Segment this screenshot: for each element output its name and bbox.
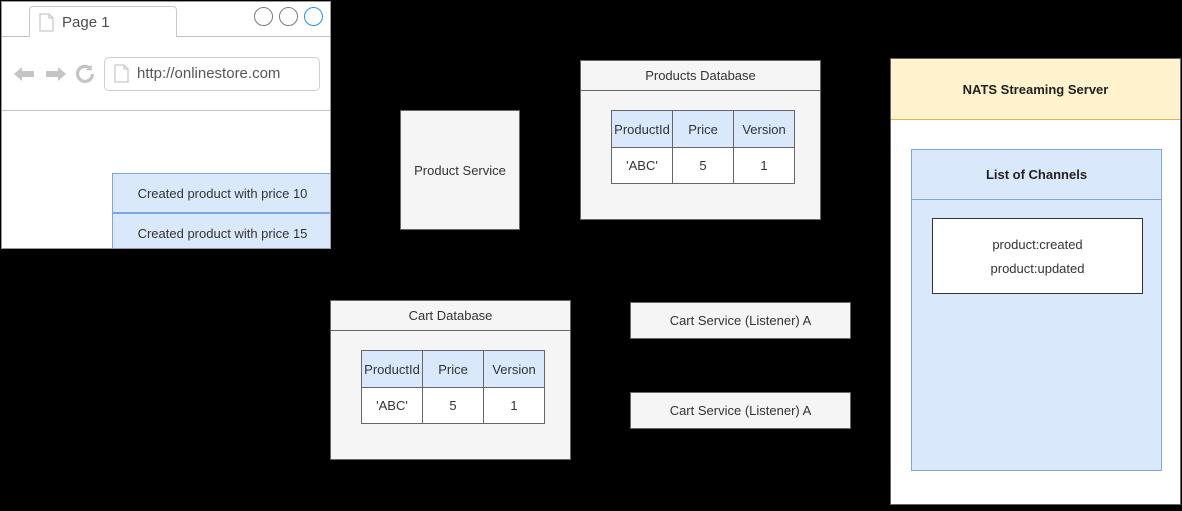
products-database-table: ProductId Price Version 'ABC' 5 1 xyxy=(611,110,795,184)
product-service-box: Product Service xyxy=(400,110,520,230)
column-header-version: Version xyxy=(483,350,545,388)
nats-server-title: NATS Streaming Server xyxy=(891,59,1180,120)
list-of-channels-container: List of Channels product:created product… xyxy=(911,149,1162,471)
products-database-container: Products Database ProductId Price Versio… xyxy=(580,60,821,220)
reload-icon[interactable] xyxy=(74,63,96,85)
forward-arrow-icon[interactable] xyxy=(42,64,68,84)
cart-database-container: Cart Database ProductId Price Version 'A… xyxy=(330,300,571,460)
browser-viewport: Created product with price 10 Created pr… xyxy=(2,111,330,248)
browser-tab-page-1[interactable]: Page 1 xyxy=(29,6,177,37)
close-circle-icon[interactable] xyxy=(304,7,323,26)
nats-streaming-server-panel: NATS Streaming Server List of Channels p… xyxy=(890,58,1181,505)
document-icon xyxy=(39,12,54,32)
cart-database-body: ProductId Price Version 'ABC' 5 1 xyxy=(331,331,570,459)
column-header-price: Price xyxy=(422,350,484,388)
back-arrow-icon[interactable] xyxy=(12,64,38,84)
notification-toast: Created product with price 15 xyxy=(112,213,330,248)
column-header-productid: ProductId xyxy=(361,350,423,388)
maximize-circle-icon[interactable] xyxy=(279,7,298,26)
products-database-title: Products Database xyxy=(581,61,820,91)
channel-list-box: product:created product:updated xyxy=(932,218,1143,294)
browser-toolbar: http://onlinestore.com xyxy=(2,37,330,111)
cell-price: 5 xyxy=(422,387,484,424)
list-of-channels-title: List of Channels xyxy=(912,150,1161,200)
channel-item: product:updated xyxy=(990,260,1085,276)
cart-service-listener-b-box: Cart Service (Listener) A xyxy=(630,392,851,429)
minimize-circle-icon[interactable] xyxy=(254,7,273,26)
url-bar[interactable]: http://onlinestore.com xyxy=(104,56,320,91)
table-header-row: ProductId Price Version xyxy=(611,110,795,148)
browser-window: Page 1 xyxy=(1,1,331,249)
table-row: 'ABC' 5 1 xyxy=(611,147,795,184)
browser-tab-label: Page 1 xyxy=(62,13,110,31)
cart-service-listener-a-box: Cart Service (Listener) A xyxy=(630,302,851,339)
cell-productid: 'ABC' xyxy=(611,147,673,184)
cell-productid: 'ABC' xyxy=(361,387,423,424)
column-header-version: Version xyxy=(733,110,795,148)
table-row: 'ABC' 5 1 xyxy=(361,387,545,424)
cart-database-table: ProductId Price Version 'ABC' 5 1 xyxy=(361,350,545,424)
column-header-productid: ProductId xyxy=(611,110,673,148)
cell-price: 5 xyxy=(672,147,734,184)
column-header-price: Price xyxy=(672,110,734,148)
document-icon xyxy=(114,64,129,83)
browser-tab-bar: Page 1 xyxy=(2,2,330,37)
products-database-body: ProductId Price Version 'ABC' 5 1 xyxy=(581,91,820,219)
notification-toast: Created product with price 10 xyxy=(112,173,330,213)
cell-version: 1 xyxy=(733,147,795,184)
url-text: http://onlinestore.com xyxy=(137,65,281,82)
cell-version: 1 xyxy=(483,387,545,424)
channel-item: product:created xyxy=(992,236,1083,252)
cart-database-title: Cart Database xyxy=(331,301,570,331)
window-controls xyxy=(254,7,323,26)
table-header-row: ProductId Price Version xyxy=(361,350,545,388)
